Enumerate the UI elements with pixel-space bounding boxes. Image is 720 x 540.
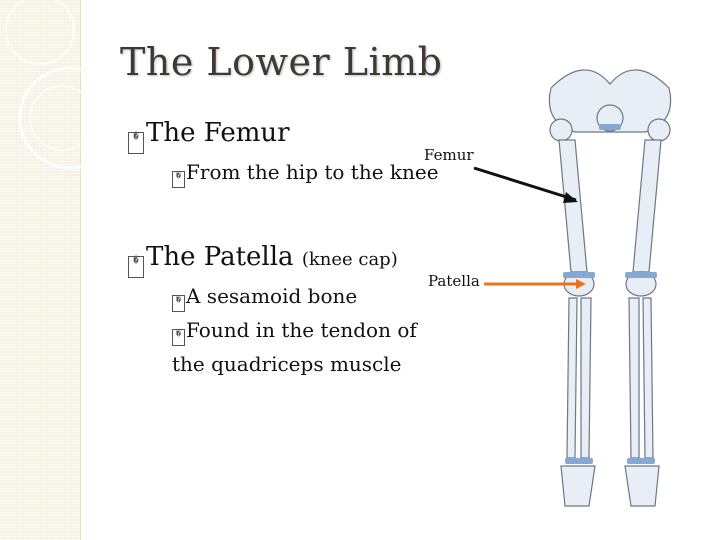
femur-callout-label: Femur xyxy=(424,146,474,164)
bullet-continuation: the quadriceps muscle xyxy=(172,352,401,376)
bullet-text: The Femur xyxy=(146,118,290,148)
side-divider xyxy=(80,0,81,540)
bullet-glyph-icon: � xyxy=(172,329,185,346)
bullet-suffix: (knee cap) xyxy=(301,249,398,270)
bullet-text: the quadriceps muscle xyxy=(172,352,402,376)
sub-bullet-hip-knee: �From the hip to the knee xyxy=(172,160,439,188)
bullet-text: A sesamoid bone xyxy=(186,284,358,308)
bullet-glyph-icon: � xyxy=(128,132,144,154)
bullet-patella: �The Patella (knee cap) xyxy=(128,242,398,278)
slide-title: The Lower Limb xyxy=(120,40,443,84)
bullet-glyph-icon: � xyxy=(172,171,185,188)
bullet-glyph-icon: � xyxy=(128,256,144,278)
bullet-text: The Patella xyxy=(146,242,294,272)
side-texture-panel xyxy=(0,0,80,540)
bullet-text: Found in the tendon of xyxy=(186,318,417,342)
decorative-rings xyxy=(5,0,122,170)
sub-bullet-tendon: �Found in the tendon of xyxy=(172,318,417,346)
bullet-text: From the hip to the knee xyxy=(186,160,439,184)
sub-bullet-sesamoid: �A sesamoid bone xyxy=(172,284,357,312)
bullet-glyph-icon: � xyxy=(172,295,185,312)
bullet-femur: �The Femur xyxy=(128,118,290,154)
patella-callout-label: Patella xyxy=(428,272,480,290)
